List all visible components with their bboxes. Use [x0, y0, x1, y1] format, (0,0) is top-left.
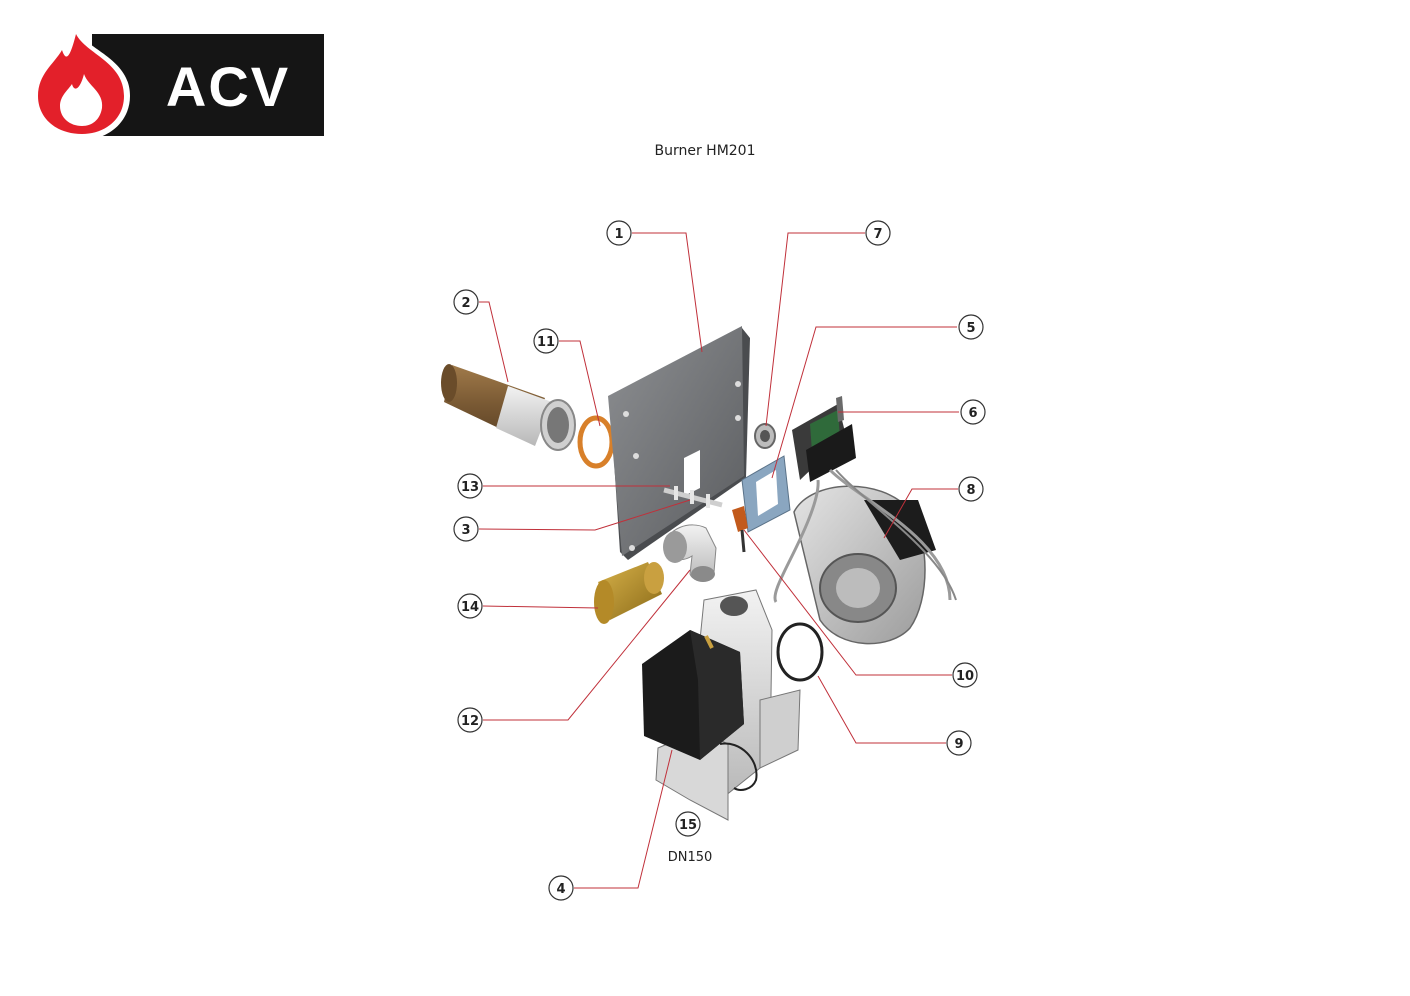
callout-7: 7	[865, 220, 891, 246]
leader-line-11	[559, 340, 601, 427]
svg-text:13: 13	[461, 480, 479, 495]
callout-15: 15	[675, 811, 701, 837]
acv-logo: ACV	[32, 28, 324, 140]
callouts: 1 2 3 4 5 6 7 8	[453, 220, 986, 901]
svg-text:10: 10	[956, 669, 974, 684]
leader-line-2	[479, 301, 509, 383]
svg-text:5: 5	[966, 321, 975, 336]
burner-tube	[441, 364, 576, 451]
leader-line-9	[817, 675, 946, 744]
control-box	[792, 396, 856, 482]
leader-line-8	[883, 488, 958, 539]
callout-1: 1	[606, 220, 632, 246]
callout-5: 5	[958, 314, 984, 340]
leader-line-4	[574, 749, 673, 889]
svg-text:14: 14	[461, 600, 479, 615]
svg-text:8: 8	[966, 483, 975, 498]
svg-text:9: 9	[954, 737, 963, 752]
leader-lines	[478, 232, 959, 889]
sight-glass-nut	[754, 423, 776, 449]
callout-14: 14	[457, 593, 483, 619]
callout-8: 8	[958, 476, 984, 502]
svg-text:12: 12	[461, 714, 479, 729]
leader-line-1	[632, 232, 703, 353]
gasket-ring	[577, 415, 615, 469]
leader-line-10	[743, 529, 952, 676]
fan-gasket	[741, 455, 791, 533]
svg-text:4: 4	[556, 882, 565, 897]
leader-line-14	[482, 605, 599, 609]
brass-connector	[594, 562, 664, 624]
diagram-title: Burner HM201	[654, 143, 756, 159]
callout-2: 2	[453, 289, 479, 315]
leader-line-7	[765, 232, 865, 427]
svg-text:3: 3	[461, 523, 470, 538]
logo-flame-inner	[60, 74, 103, 126]
leader-line-3	[478, 499, 691, 531]
leader-line-12	[483, 569, 691, 721]
callout-10: 10	[952, 662, 978, 688]
ignition-electrode	[663, 486, 723, 508]
dn150-label: DN150	[668, 850, 713, 865]
svg-text:1: 1	[614, 227, 623, 242]
callout-13: 13	[457, 473, 483, 499]
elbow-fitting	[663, 524, 717, 582]
ionisation-electrode	[732, 506, 748, 553]
gas-valve	[642, 589, 801, 821]
callout-9: 9	[946, 730, 972, 756]
svg-text:11: 11	[537, 335, 555, 350]
svg-text:2: 2	[461, 296, 470, 311]
callout-3: 3	[453, 516, 479, 542]
fan-blower	[773, 468, 957, 645]
logo-wordmark: ACV	[166, 55, 290, 118]
callout-6: 6	[960, 399, 986, 425]
svg-text:15: 15	[679, 818, 697, 833]
leader-line-5	[771, 326, 957, 479]
svg-text:6: 6	[968, 406, 977, 421]
callout-12: 12	[457, 707, 483, 733]
callout-11: 11	[533, 328, 559, 354]
logo-black-bar	[92, 34, 324, 136]
callout-4: 4	[548, 875, 574, 901]
mounting-plate	[608, 326, 750, 560]
svg-text:7: 7	[873, 227, 882, 242]
o-ring	[776, 622, 824, 682]
